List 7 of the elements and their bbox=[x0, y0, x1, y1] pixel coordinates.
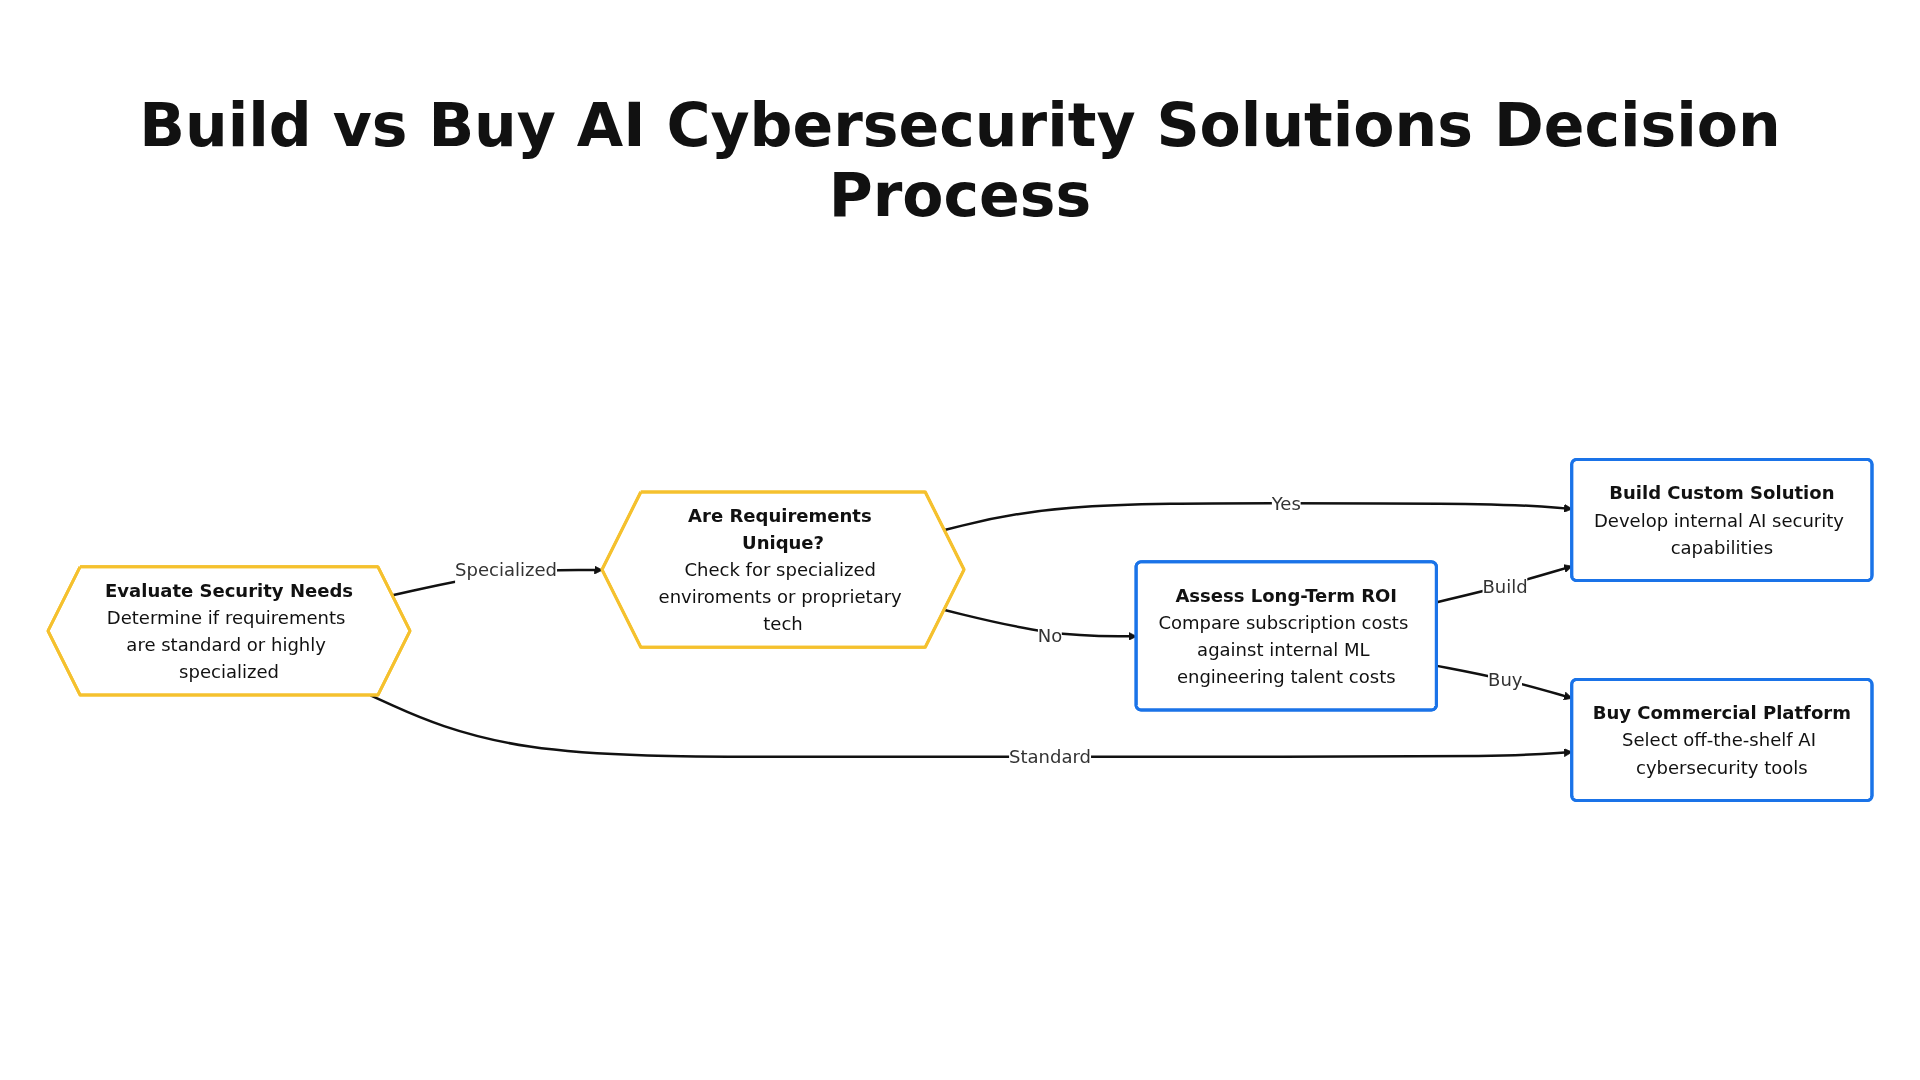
edge-label: Yes bbox=[1271, 492, 1301, 514]
edge-label: Specialized bbox=[455, 559, 557, 581]
diagram-title: Build vs Buy AI Cybersecurity Solutions Decision Process bbox=[138, 90, 1782, 230]
edge-label: Build bbox=[1482, 575, 1528, 597]
edge-label: No bbox=[1037, 625, 1063, 647]
edge-label: Standard bbox=[1009, 746, 1092, 768]
edge-label: Buy bbox=[1488, 668, 1523, 690]
